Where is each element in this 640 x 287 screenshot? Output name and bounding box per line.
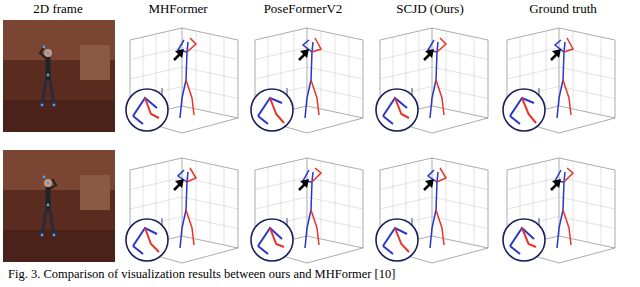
pose-plot: [251, 28, 363, 133]
column-header: PoseFormerV2: [264, 1, 343, 17]
column-header: MHFormer: [148, 1, 207, 17]
pose-plot: [376, 28, 488, 133]
pose-plot: [126, 28, 238, 133]
column-header: 2D frame: [33, 1, 82, 17]
video-frame: [3, 20, 115, 132]
pose-plot: [376, 158, 488, 263]
column-header: Ground truth: [529, 1, 597, 17]
pose-plot: [126, 158, 238, 263]
figure-caption: Fig. 3. Comparison of visualization resu…: [8, 267, 395, 282]
pose-plot: [503, 158, 615, 263]
column-header: SCJD (Ours): [396, 1, 464, 17]
video-frame: [3, 150, 115, 262]
pose-plot: [251, 158, 363, 263]
pose-plot: [503, 28, 615, 133]
